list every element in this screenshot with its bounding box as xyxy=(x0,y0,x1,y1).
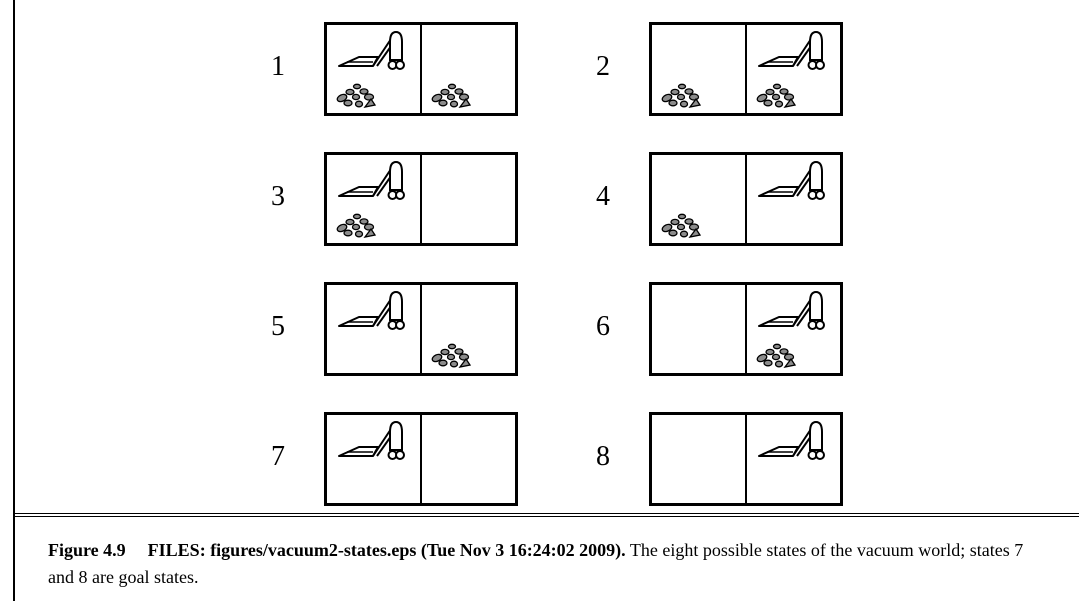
dirt-pile-icon xyxy=(430,83,472,109)
room-b xyxy=(422,285,515,373)
figure-files: FILES: figures/vacuum2-states.eps (Tue N… xyxy=(148,540,626,560)
room-b xyxy=(422,155,515,243)
caption-rule-top xyxy=(13,513,1079,514)
state-6: 6 xyxy=(583,282,983,382)
dirt-pile-icon xyxy=(335,213,377,239)
state-2: 2 xyxy=(583,22,983,122)
room-b xyxy=(422,415,515,503)
dirt-pile-icon xyxy=(755,343,797,369)
state-box xyxy=(649,152,843,246)
vacuum-cleaner-icon xyxy=(753,30,825,72)
state-box xyxy=(649,412,843,506)
state-number: 2 xyxy=(583,50,623,84)
room-a xyxy=(652,155,745,243)
dirt-pile-icon xyxy=(660,83,702,109)
state-number: 1 xyxy=(258,50,298,84)
state-number: 4 xyxy=(583,180,623,214)
room-a xyxy=(327,415,420,503)
state-number: 8 xyxy=(583,440,623,474)
state-number: 3 xyxy=(258,180,298,214)
room-divider xyxy=(420,285,422,373)
state-box xyxy=(324,152,518,246)
room-divider xyxy=(420,155,422,243)
vacuum-cleaner-icon xyxy=(753,420,825,462)
room-b xyxy=(747,155,840,243)
figure-caption: Figure 4.9 FILES: figures/vacuum2-states.… xyxy=(48,537,1048,591)
room-b xyxy=(747,415,840,503)
state-box xyxy=(324,22,518,116)
state-8: 8 xyxy=(583,412,983,512)
room-a xyxy=(652,415,745,503)
vacuum-cleaner-icon xyxy=(333,290,405,332)
figure-frame-left xyxy=(13,0,15,601)
vacuum-cleaner-icon xyxy=(753,290,825,332)
vacuum-cleaner-icon xyxy=(333,420,405,462)
room-divider xyxy=(420,25,422,113)
state-number: 6 xyxy=(583,310,623,344)
dirt-pile-icon xyxy=(755,83,797,109)
state-number: 5 xyxy=(258,310,298,344)
room-a xyxy=(327,155,420,243)
figure-label: Figure 4.9 xyxy=(48,540,126,560)
dirt-pile-icon xyxy=(335,83,377,109)
room-b xyxy=(747,25,840,113)
dirt-pile-icon xyxy=(660,213,702,239)
state-box xyxy=(649,282,843,376)
room-a xyxy=(327,285,420,373)
room-divider xyxy=(745,415,747,503)
room-b xyxy=(422,25,515,113)
state-box xyxy=(324,282,518,376)
state-box xyxy=(649,22,843,116)
room-b xyxy=(747,285,840,373)
vacuum-cleaner-icon xyxy=(333,30,405,72)
room-divider xyxy=(745,155,747,243)
room-divider xyxy=(745,285,747,373)
room-a xyxy=(652,285,745,373)
dirt-pile-icon xyxy=(430,343,472,369)
vacuum-cleaner-icon xyxy=(753,160,825,202)
room-divider xyxy=(745,25,747,113)
room-a xyxy=(327,25,420,113)
caption-rule-bottom xyxy=(13,516,1079,517)
vacuum-cleaner-icon xyxy=(333,160,405,202)
room-divider xyxy=(420,415,422,503)
state-4: 4 xyxy=(583,152,983,252)
state-box xyxy=(324,412,518,506)
room-a xyxy=(652,25,745,113)
state-number: 7 xyxy=(258,440,298,474)
